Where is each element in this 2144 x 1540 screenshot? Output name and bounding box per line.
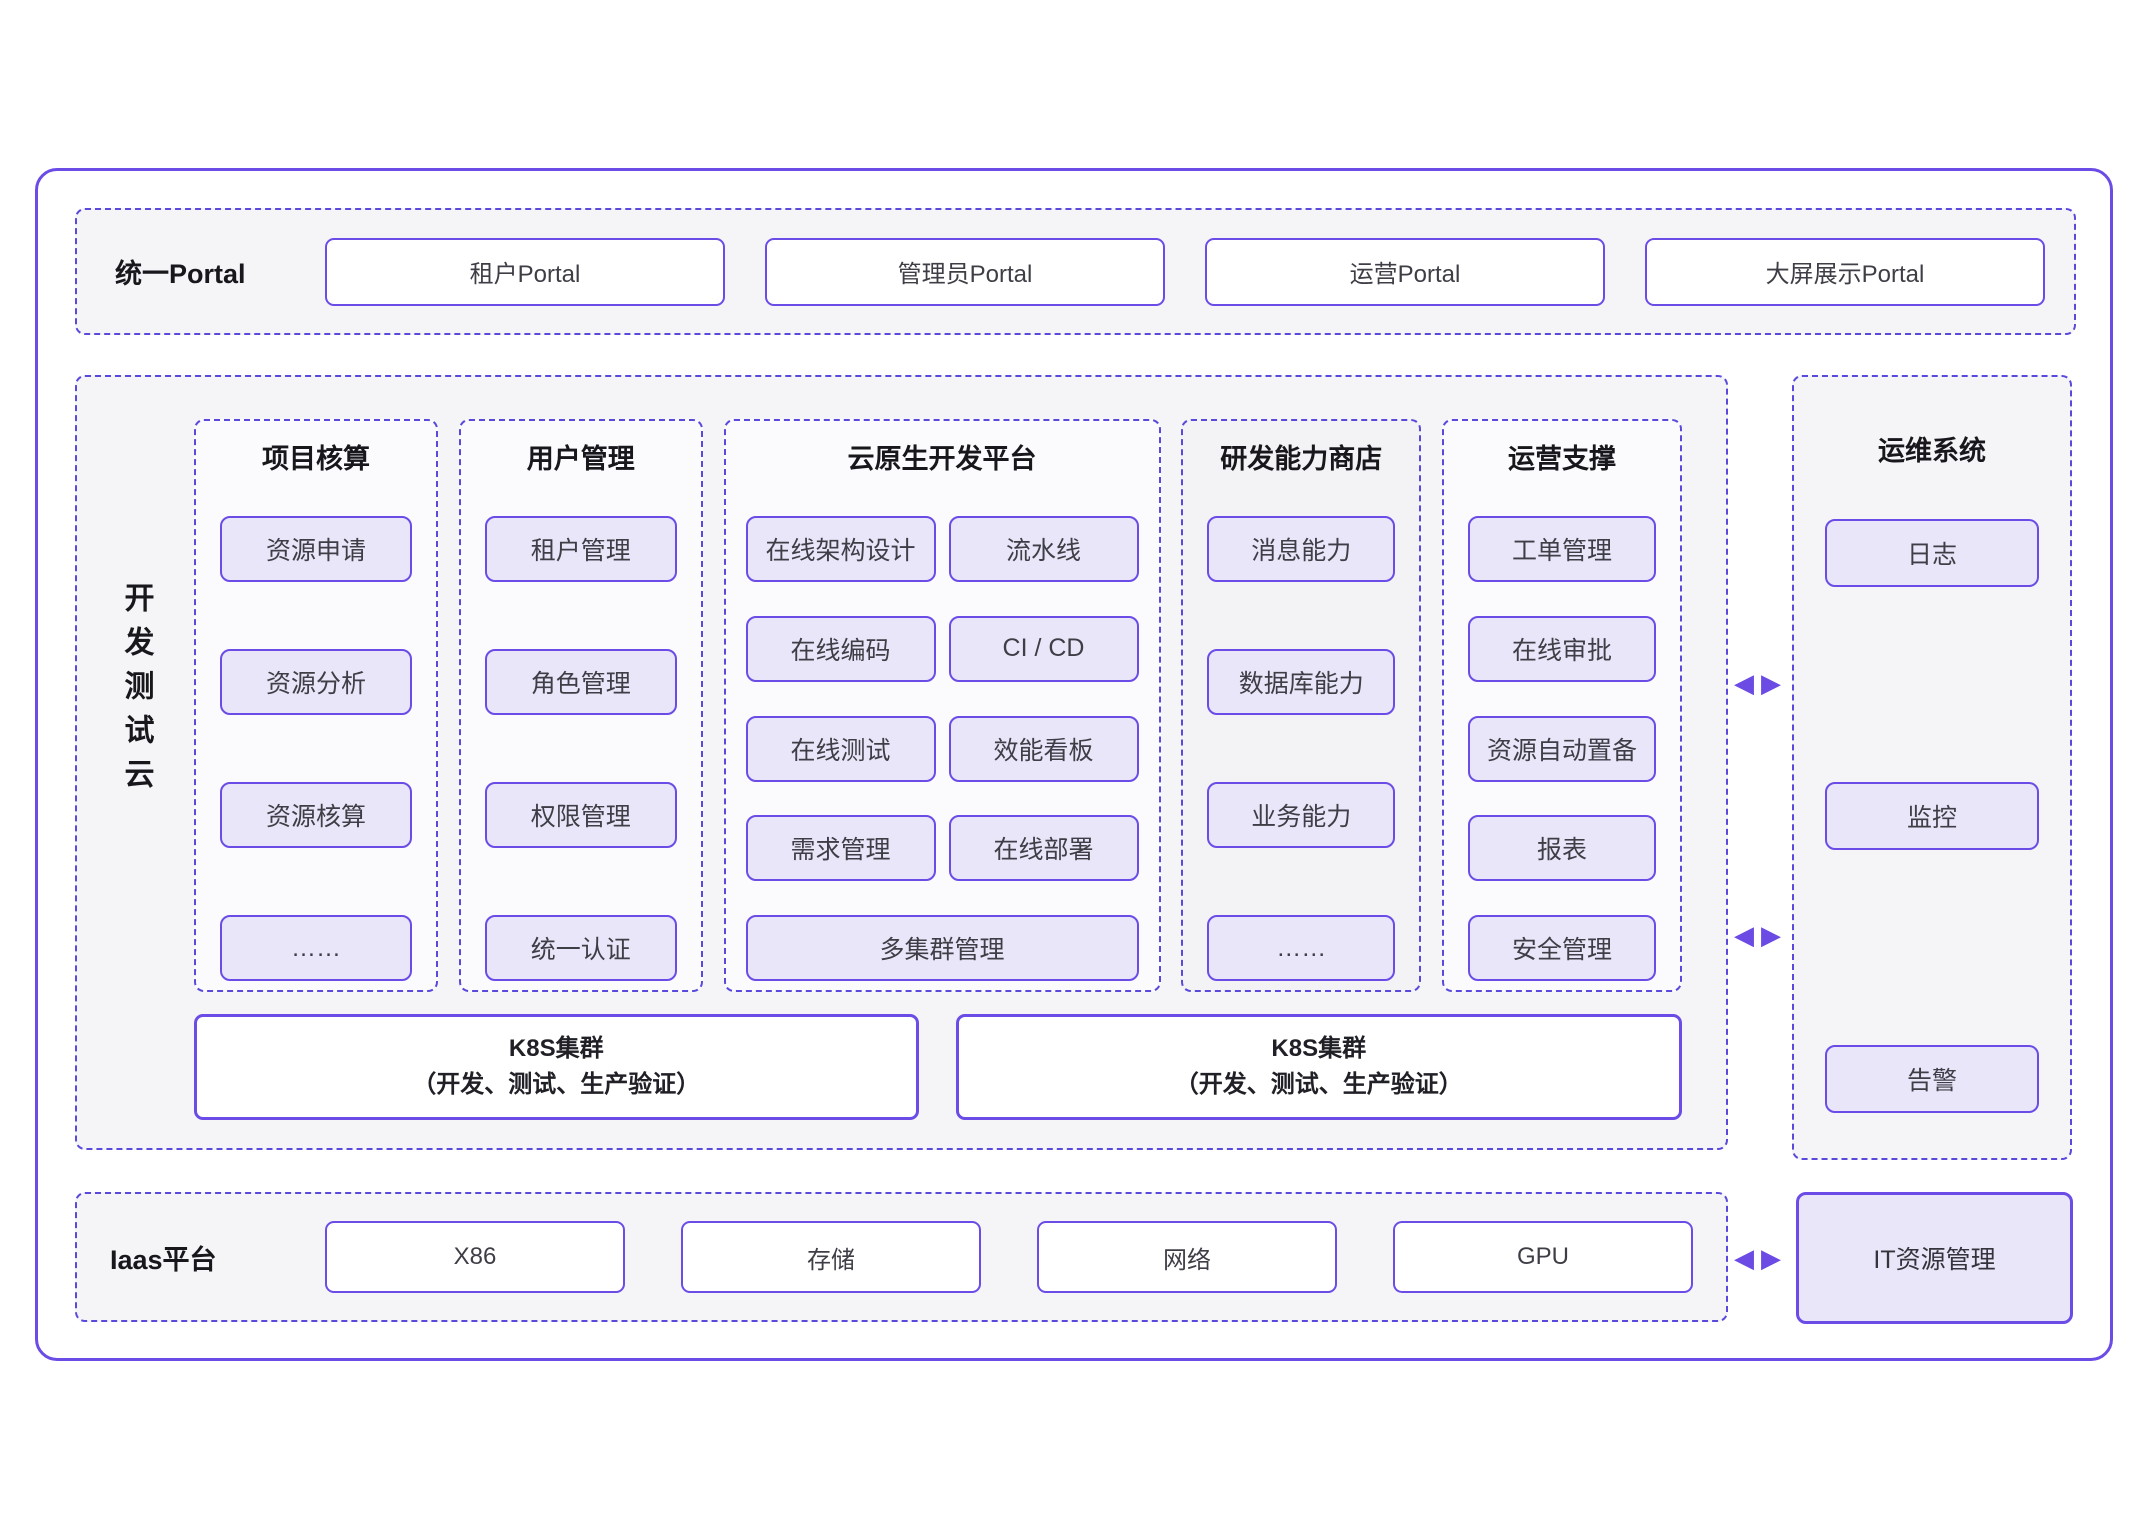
item-alerting: 告警 (1825, 1045, 2039, 1113)
item-resource-apply: 资源申请 (220, 516, 412, 582)
arrow-right-icon: ▶ (1761, 920, 1781, 950)
item-business-capability: 业务能力 (1207, 782, 1396, 848)
item-ticket-mgmt: 工单管理 (1468, 516, 1656, 582)
connector-arrows-ops-2: ◀ ▶ (1734, 922, 1781, 948)
arrow-right-icon: ▶ (1761, 1243, 1781, 1273)
column-cloud-native-platform: 云原生开发平台 在线架构设计 流水线 在线编码 CI / CD (723, 419, 1161, 992)
portal-box-admin: 管理员Portal (765, 237, 1165, 306)
item-logs: 日志 (1825, 519, 2039, 587)
item-unified-auth: 统一认证 (484, 915, 677, 981)
item-online-deploy: 在线部署 (948, 815, 1139, 882)
column-title: 研发能力商店 (1220, 444, 1383, 474)
item-security-mgmt: 安全管理 (1468, 915, 1656, 981)
ops-system-title: 运维系统 (1878, 436, 1986, 466)
item-efficiency-board: 效能看板 (948, 715, 1139, 782)
item-multi-cluster-mgmt: 多集群管理 (745, 915, 1139, 981)
column-operation-support: 运营支撑 工单管理 在线审批 资源自动置备 报表 安全管理 (1442, 419, 1682, 992)
column-title: 云原生开发平台 (847, 444, 1037, 474)
arrow-left-icon: ◀ (1734, 1243, 1754, 1273)
iaas-box-x86: X86 (325, 1221, 625, 1293)
connector-arrows-it-resource: ◀ ▶ (1734, 1245, 1781, 1271)
portal-section: 统一Portal 租户Portal 管理员Portal 运营Portal 大屏展… (75, 208, 2076, 335)
column-title: 项目核算 (262, 444, 370, 474)
dev-columns: 项目核算 资源申请 资源分析 资源核算 …… 用户管理 租户管理 角色管理 (194, 419, 1682, 992)
item-resource-accounting: 资源核算 (220, 782, 412, 848)
item-requirement-mgmt: 需求管理 (745, 815, 936, 882)
item-pipeline: 流水线 (948, 516, 1139, 582)
item-monitoring: 监控 (1825, 782, 2039, 850)
portal-box-tenant: 租户Portal (325, 237, 725, 306)
item-ci-cd: CI / CD (948, 615, 1139, 682)
k8s-subtitle: （开发、测试、生产验证） (412, 1071, 701, 1098)
portal-box-operation: 运营Portal (1205, 237, 1605, 306)
k8s-cluster-box: K8S集群 （开发、测试、生产验证） (955, 1014, 1682, 1120)
item-database-capability: 数据库能力 (1207, 649, 1396, 715)
item-tenant-mgmt: 租户管理 (484, 516, 677, 582)
portal-box-list: 租户Portal 管理员Portal 运营Portal 大屏展示Portal (325, 237, 2045, 306)
iaas-box-storage: 存储 (681, 1221, 981, 1293)
k8s-subtitle: （开发、测试、生产验证） (1174, 1071, 1463, 1098)
column-title: 运营支撑 (1508, 444, 1616, 474)
connector-arrows-ops-1: ◀ ▶ (1734, 670, 1781, 696)
ops-system-panel: 运维系统 日志 监控 告警 (1792, 375, 2072, 1160)
column-project-accounting: 项目核算 资源申请 资源分析 资源核算 …… (194, 419, 438, 992)
column-user-management: 用户管理 租户管理 角色管理 权限管理 统一认证 (458, 419, 703, 992)
k8s-cluster-row: K8S集群 （开发、测试、生产验证） K8S集群 （开发、测试、生产验证） (194, 1014, 1682, 1120)
portal-box-bigscreen: 大屏展示Portal (1645, 237, 2045, 306)
arrow-right-icon: ▶ (1761, 668, 1781, 698)
arrow-left-icon: ◀ (1734, 668, 1754, 698)
item-ellipsis: …… (220, 915, 412, 981)
dev-cloud-content: 项目核算 资源申请 资源分析 资源核算 …… 用户管理 租户管理 角色管理 (194, 377, 1730, 1148)
column-title: 用户管理 (526, 444, 635, 474)
it-resource-mgmt-box: IT资源管理 (1796, 1192, 2073, 1324)
dev-cloud-label-zone: 开发测试云 (77, 377, 194, 1148)
item-resource-analysis: 资源分析 (220, 649, 412, 715)
iaas-section: Iaas平台 X86 存储 网络 GPU (75, 1192, 1728, 1322)
iaas-box-gpu: GPU (1393, 1221, 1693, 1293)
iaas-box-network: 网络 (1037, 1221, 1337, 1293)
main-container: 统一Portal 租户Portal 管理员Portal 运营Portal 大屏展… (35, 168, 2113, 1361)
column-capability-store: 研发能力商店 消息能力 数据库能力 业务能力 …… (1181, 419, 1422, 992)
portal-section-label: 统一Portal (115, 259, 246, 289)
item-online-coding: 在线编码 (745, 615, 936, 682)
k8s-cluster-box: K8S集群 （开发、测试、生产验证） (194, 1014, 919, 1120)
iaas-box-list: X86 存储 网络 GPU (325, 1221, 1693, 1293)
dev-cloud-label: 开发测试云 (119, 582, 153, 802)
item-online-testing: 在线测试 (745, 715, 936, 782)
dev-cloud-section: 开发测试云 项目核算 资源申请 资源分析 资源核算 …… 用户管理 (75, 375, 1728, 1150)
item-message-capability: 消息能力 (1207, 516, 1396, 582)
item-auto-provisioning: 资源自动置备 (1468, 715, 1656, 782)
item-online-arch-design: 在线架构设计 (745, 516, 936, 582)
iaas-section-label: Iaas平台 (110, 1244, 217, 1275)
k8s-title: K8S集群 (508, 1035, 604, 1062)
arrow-left-icon: ◀ (1734, 920, 1754, 950)
item-online-approval: 在线审批 (1468, 615, 1656, 682)
item-role-mgmt: 角色管理 (484, 649, 677, 715)
item-permission-mgmt: 权限管理 (484, 782, 677, 848)
item-report: 报表 (1468, 815, 1656, 882)
k8s-title: K8S集群 (1271, 1035, 1367, 1062)
item-ellipsis: …… (1207, 915, 1396, 981)
